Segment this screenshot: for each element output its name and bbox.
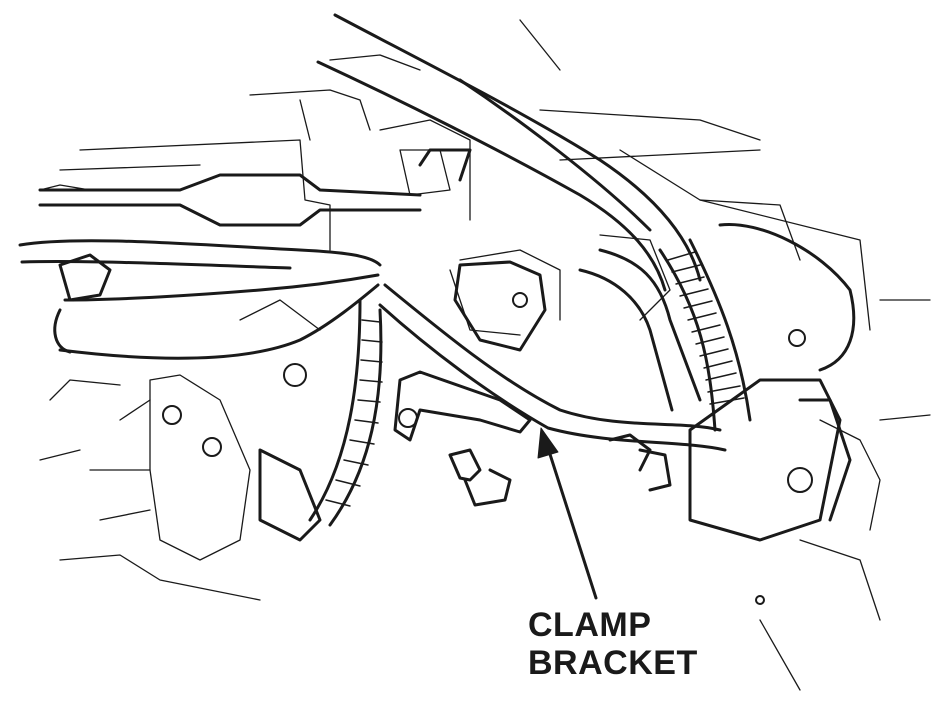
clamp-bracket-label: CLAMP BRACKET [528, 606, 698, 682]
callout-line-1: CLAMP [528, 606, 652, 644]
wire-harness [18, 13, 856, 542]
callout-leader-arrow [537, 427, 598, 600]
engine-background-outlines [39, 19, 931, 691]
mount-holes [162, 292, 813, 605]
harness-corrugation [325, 251, 745, 507]
callout-line-2: BRACKET [528, 644, 698, 682]
